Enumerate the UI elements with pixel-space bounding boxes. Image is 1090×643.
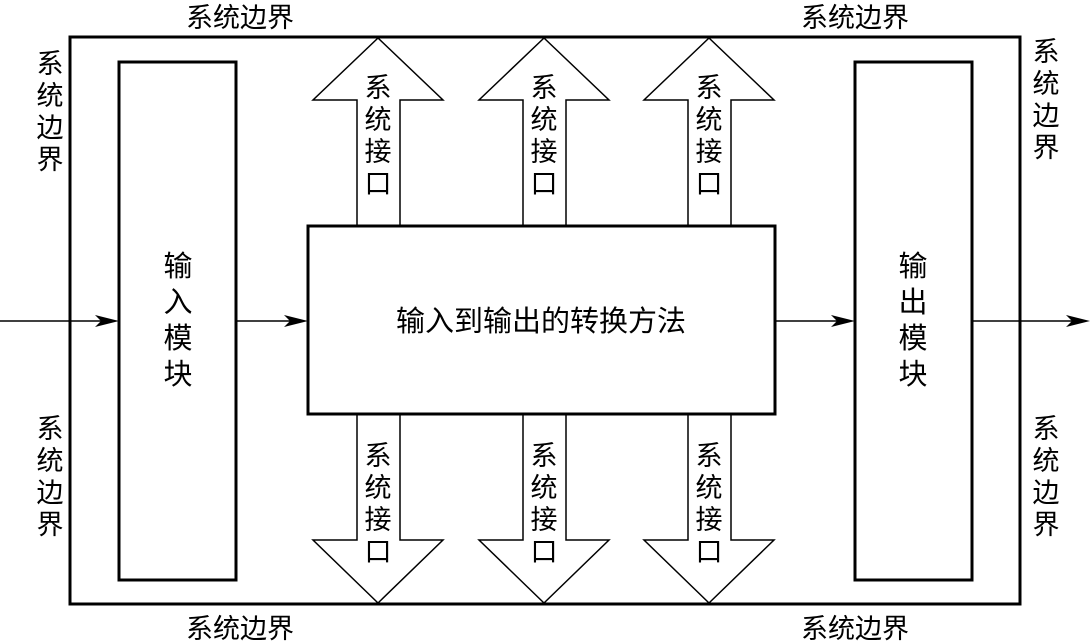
interface-arrow-down-1 bbox=[311, 413, 445, 605]
boundary-label-right-lower: 系统边界 bbox=[1033, 414, 1060, 541]
interface-label-up-3: 系统接口 bbox=[696, 73, 723, 200]
arrowhead-out bbox=[1066, 315, 1090, 327]
arrowhead-input-to-transform bbox=[284, 315, 308, 327]
output-module-box bbox=[853, 60, 974, 582]
boundary-label-left-upper: 系统边界 bbox=[37, 49, 64, 176]
boundary-label-left-lower: 系统边界 bbox=[37, 414, 64, 541]
boundary-label-top-right: 系统边界 bbox=[801, 3, 909, 34]
boundary-label-bottom-right: 系统边界 bbox=[801, 614, 909, 643]
input-module-box bbox=[117, 60, 238, 582]
boundary-label-right-upper: 系统边界 bbox=[1033, 37, 1060, 164]
interface-arrow-down-3 bbox=[642, 413, 776, 605]
interface-label-down-3: 系统接口 bbox=[696, 441, 723, 568]
output-module-label: 输出模块 bbox=[898, 249, 927, 391]
input-module-label: 输入模块 bbox=[163, 249, 192, 391]
boundary-label-bottom-left: 系统边界 bbox=[186, 614, 294, 643]
interface-arrow-down-2 bbox=[477, 413, 611, 605]
transform-method-box bbox=[306, 224, 777, 416]
transform-method-label: 输入到输出的转换方法 bbox=[396, 304, 686, 338]
arrowhead-in bbox=[95, 315, 119, 327]
interface-label-down-2: 系统接口 bbox=[531, 441, 558, 568]
interface-label-down-1: 系统接口 bbox=[365, 441, 392, 568]
interface-label-up-1: 系统接口 bbox=[365, 73, 392, 200]
arrowhead-transform-to-output bbox=[831, 315, 855, 327]
boundary-label-top-left: 系统边界 bbox=[186, 3, 294, 34]
interface-label-up-2: 系统接口 bbox=[531, 73, 558, 200]
